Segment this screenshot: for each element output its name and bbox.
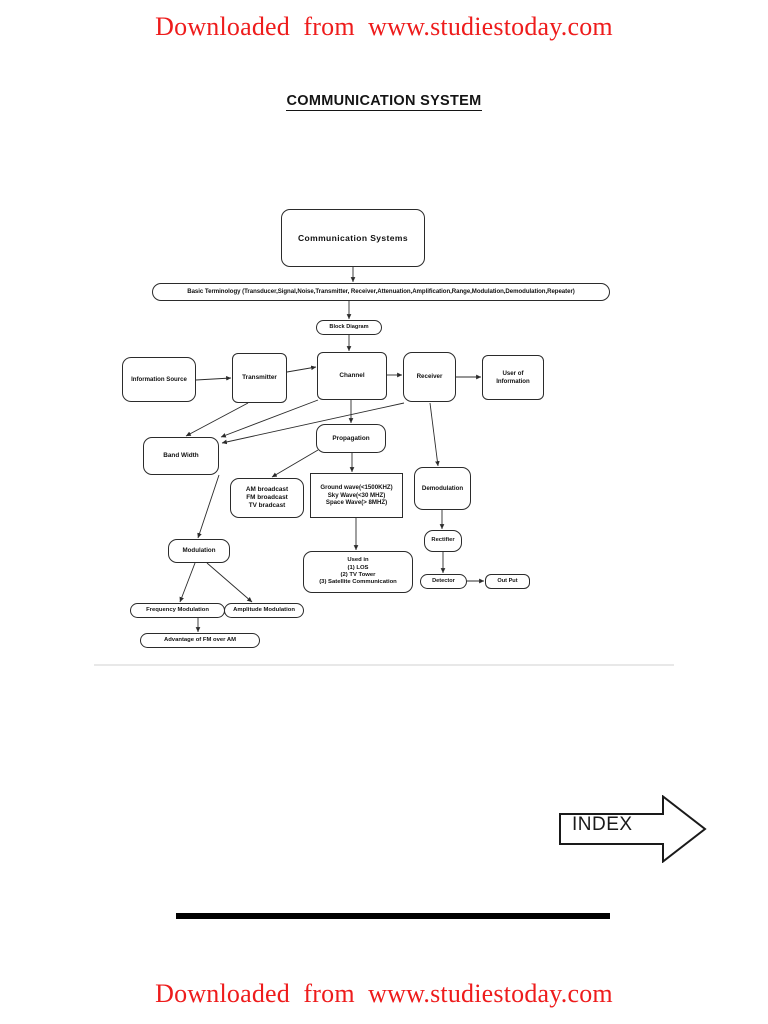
broadcast-line-am: AM broadcast: [245, 486, 289, 493]
node-band-width: Band Width: [143, 437, 219, 475]
section-divider: [94, 664, 674, 666]
wave-line-ground: Ground wave(<1500KHZ): [320, 484, 393, 492]
used-in-heading: Used in: [347, 557, 369, 564]
used-in-item-1: (1) LOS: [347, 564, 369, 571]
node-basic-terminology: Basic Terminology (Transducer,Signal,Noi…: [152, 283, 610, 301]
flowchart-connectors: [179, 267, 485, 633]
node-user-of-information: User of Information: [482, 355, 544, 400]
bottom-rule: [176, 913, 610, 919]
node-broadcast-types: AM broadcast FM broadcast TV bradcast: [230, 478, 304, 518]
node-demodulation: Demodulation: [414, 467, 471, 510]
node-propagation: Propagation: [316, 424, 386, 453]
arrow-right-icon: [559, 795, 707, 863]
node-rectifier: Rectifier: [424, 530, 462, 552]
watermark-top: Downloaded from www.studiestoday.com: [155, 12, 613, 41]
wave-line-sky: Sky Wave(<30 MHZ): [327, 491, 386, 499]
wave-line-space: Space Wave(> 8MHZ): [325, 499, 388, 507]
index-label: INDEX: [572, 814, 633, 835]
communication-system-flowchart: Communication Systems Basic Terminology …: [122, 209, 610, 648]
page-title: COMMUNICATION SYSTEM: [0, 93, 768, 111]
index-arrow-shape[interactable]: [559, 795, 707, 863]
used-in-item-2: (2) TV Tower: [340, 572, 376, 578]
node-frequency-modulation: Frequency Modulation: [130, 603, 225, 618]
used-in-item-3: (3) Satellite Communication: [319, 579, 397, 586]
node-communication-systems: Communication Systems: [281, 209, 425, 267]
watermark-bottom: Downloaded from www.studiestoday.com: [155, 979, 613, 1008]
node-modulation: Modulation: [168, 539, 230, 563]
broadcast-line-fm: FM broadcast: [246, 494, 288, 501]
node-used-in: Used in (1) LOS (2) TV Tower (3) Satelli…: [303, 551, 413, 593]
broadcast-line-tv: TV bradcast: [248, 502, 286, 509]
page-title-text: COMMUNICATION SYSTEM: [286, 93, 482, 111]
node-receiver: Receiver: [403, 352, 456, 402]
node-output: Out Put: [485, 574, 530, 589]
node-channel: Channel: [317, 352, 387, 400]
node-amplitude-modulation: Amplitude Modulation: [224, 603, 304, 618]
node-detector: Detector: [420, 574, 467, 589]
node-transmitter: Transmitter: [232, 353, 287, 403]
node-advantage-fm-over-am: Advantage of FM over AM: [140, 633, 260, 648]
node-wave-types: Ground wave(<1500KHZ) Sky Wave(<30 MHZ) …: [310, 473, 403, 518]
node-block-diagram: Block Diagram: [316, 320, 382, 335]
node-information-source: Information Source: [122, 357, 196, 402]
